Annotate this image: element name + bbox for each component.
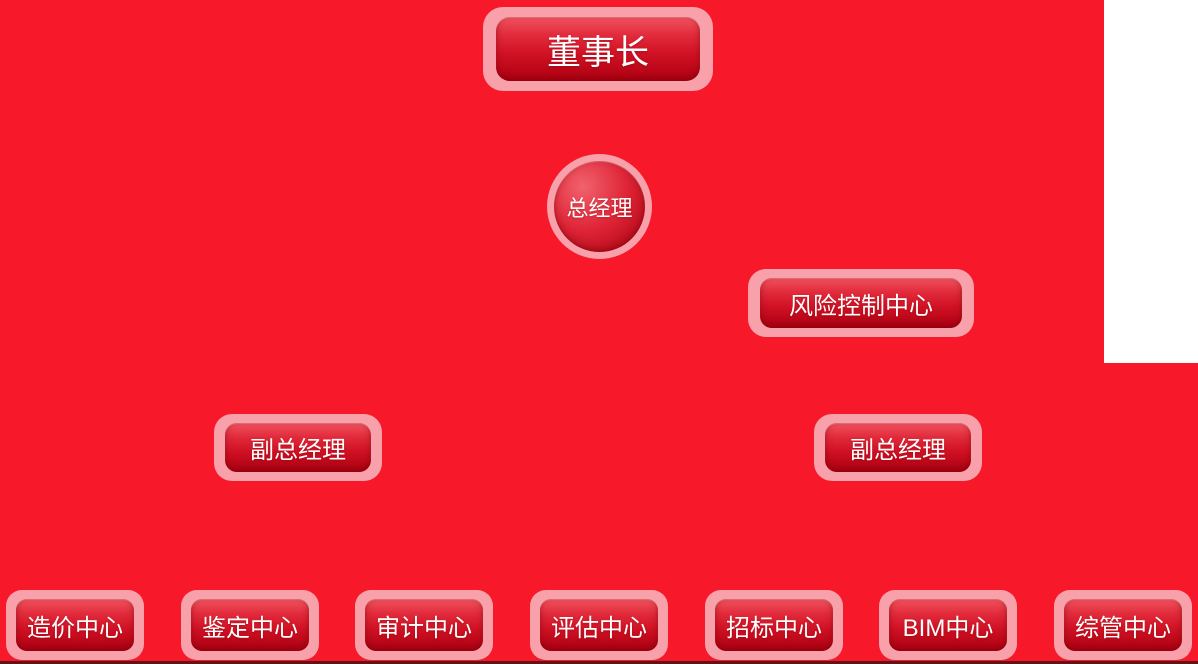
node-risk-control-center: 风险控制中心 [748,269,974,337]
node-dept-bim-center: BIM中心 [879,590,1017,660]
node-dept-general-management-center: 综管中心 [1054,590,1192,660]
node-dept-cost-center: 造价中心 [6,590,144,660]
node-vice-gm-right: 副总经理 [814,414,982,481]
node-chairman: 董事长 [483,7,713,91]
dept-bidding-center-button[interactable]: 招标中心 [715,599,833,651]
risk-control-center-label: 风险控制中心 [789,292,933,320]
node-dept-audit-center: 审计中心 [355,590,493,660]
dept-bidding-center-label: 招标中心 [726,614,822,642]
node-general-manager: 总经理 [547,154,652,259]
node-vice-gm-left: 副总经理 [214,414,382,481]
chairman-label: 董事长 [547,33,649,72]
node-dept-bidding-center: 招标中心 [705,590,843,660]
dept-evaluation-center-button[interactable]: 评估中心 [540,599,658,651]
vice-gm-right-button[interactable]: 副总经理 [825,423,971,472]
dept-audit-center-label: 审计中心 [376,614,472,642]
dept-general-management-center-button[interactable]: 综管中心 [1064,599,1182,651]
dept-appraisal-center-button[interactable]: 鉴定中心 [191,599,309,651]
dept-audit-center-button[interactable]: 审计中心 [365,599,483,651]
dept-appraisal-center-label: 鉴定中心 [202,614,298,642]
dept-bim-center-button[interactable]: BIM中心 [889,599,1007,651]
dept-bim-center-label: BIM中心 [902,614,994,642]
dept-cost-center-button[interactable]: 造价中心 [16,599,134,651]
chairman-button[interactable]: 董事长 [496,17,700,81]
general-manager-button[interactable]: 总经理 [554,161,645,252]
general-manager-label: 总经理 [566,195,633,221]
vice-gm-right-label: 副总经理 [850,437,946,464]
node-dept-appraisal-center: 鉴定中心 [181,590,319,660]
dept-general-management-center-label: 综管中心 [1075,614,1171,642]
vice-gm-left-button[interactable]: 副总经理 [225,423,371,472]
dept-evaluation-center-label: 评估中心 [551,614,647,642]
white-panel [1104,0,1198,363]
risk-control-center-button[interactable]: 风险控制中心 [760,278,962,328]
vice-gm-left-label: 副总经理 [250,437,346,464]
node-dept-evaluation-center: 评估中心 [530,590,668,660]
dept-cost-center-label: 造价中心 [27,614,123,642]
bottom-edge-line [0,661,1198,664]
